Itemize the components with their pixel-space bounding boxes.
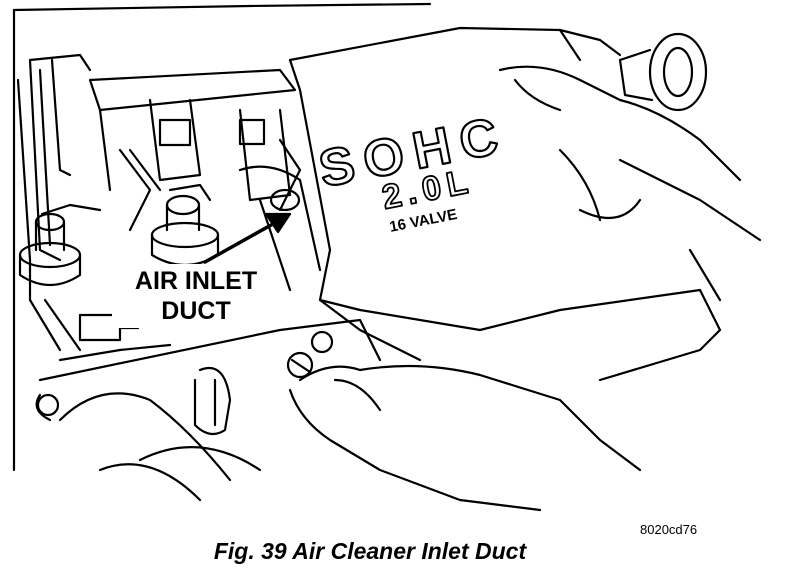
- engine-cover: [288, 26, 722, 382]
- breather-cap: [618, 32, 708, 112]
- spark-plug-boot-center: [150, 183, 220, 266]
- lower-hand: [286, 330, 642, 512]
- air-cleaner-housing: [16, 53, 92, 302]
- image-frame: [12, 2, 432, 472]
- spark-plug-boot-left: [18, 203, 102, 286]
- upper-hand: [498, 65, 762, 242]
- ignition-coil: [88, 68, 302, 232]
- air-inlet-duct-label: AIR INLET DUCT: [112, 264, 280, 328]
- callout-line1: AIR INLET: [134, 267, 258, 295]
- reference-code: 8020cd76: [640, 522, 698, 537]
- hose: [238, 165, 322, 292]
- callout-line2: DUCT: [161, 297, 231, 325]
- intake-manifold: [35, 318, 382, 502]
- sohc-badge: SOHC 2.0L 16 VALVE: [313, 105, 513, 236]
- callout-arrow: [203, 212, 292, 264]
- figure-caption: Fig. 39 Air Cleaner Inlet Duct: [213, 538, 527, 564]
